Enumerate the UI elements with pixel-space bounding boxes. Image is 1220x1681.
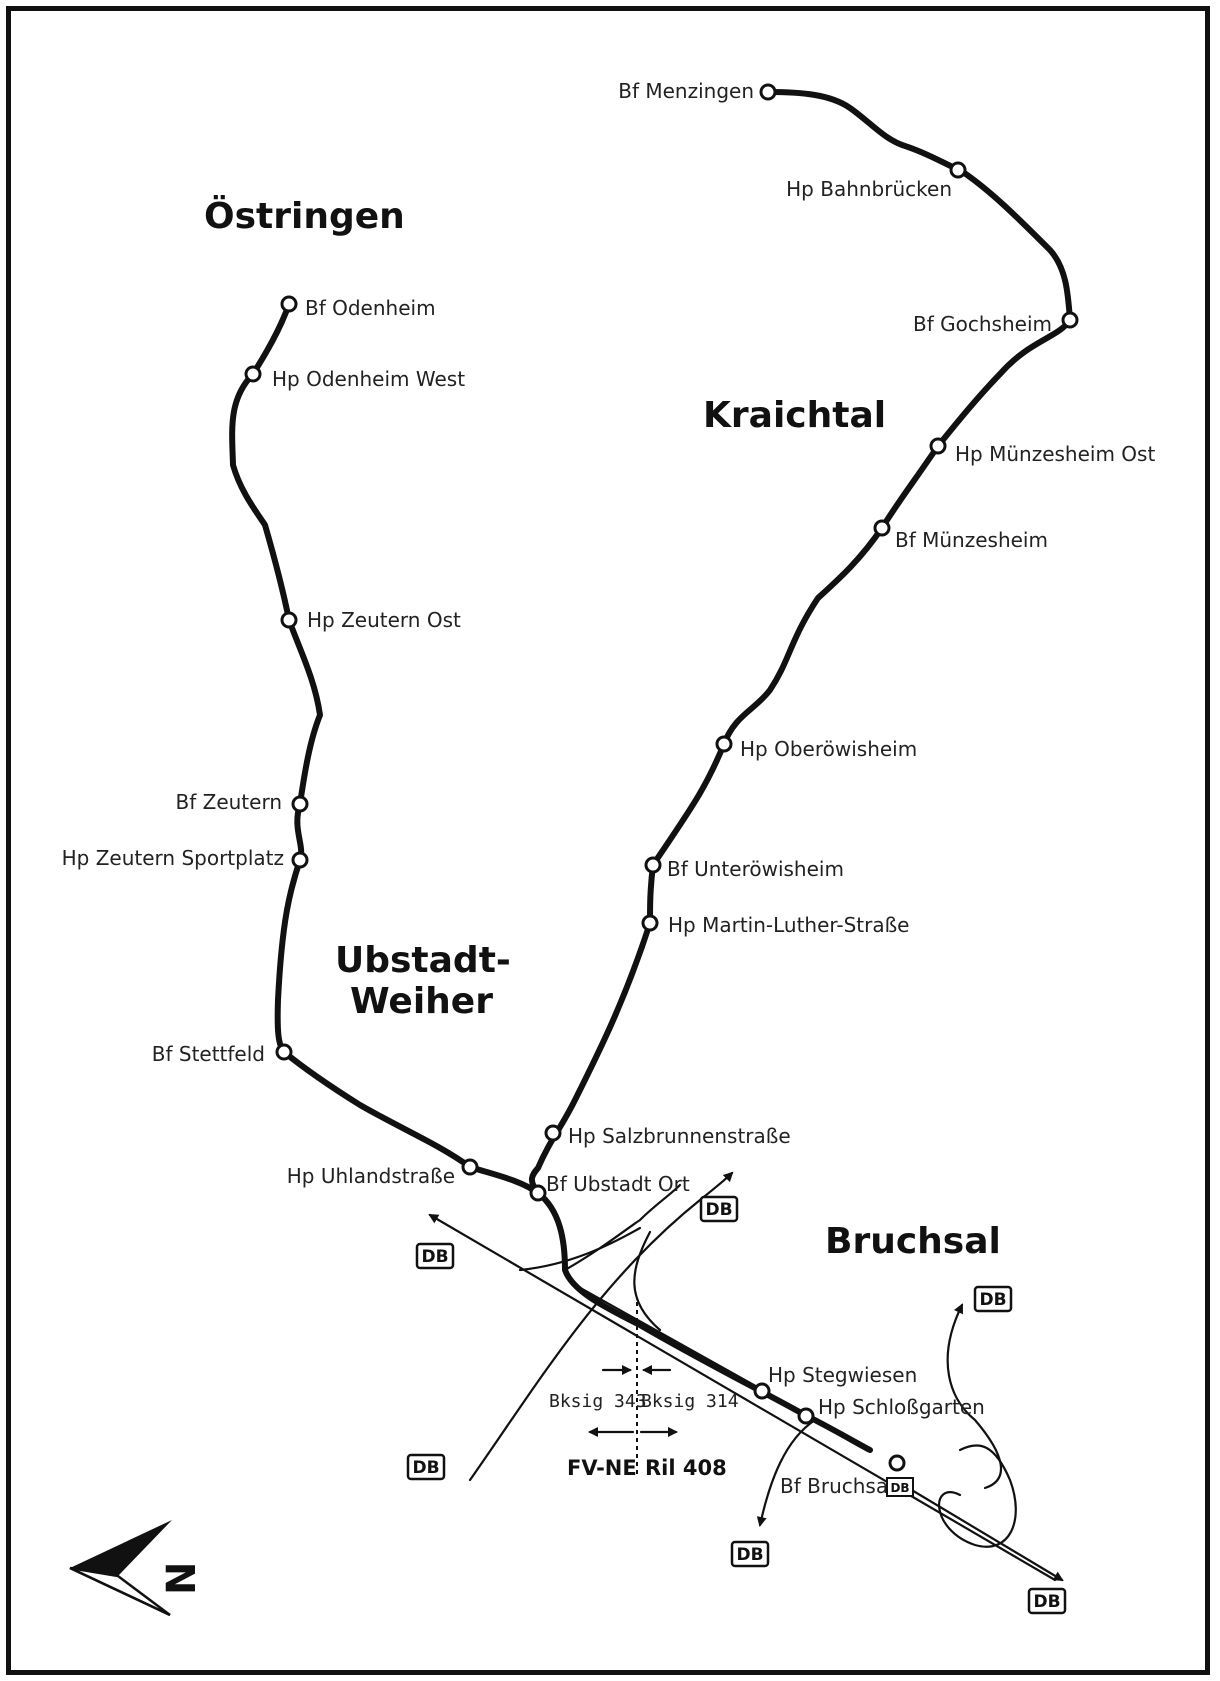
- svg-text:DB: DB: [421, 1247, 448, 1267]
- station-marker-stegwiesen[interactable]: [753, 1382, 771, 1400]
- signal-label-bksig-314: Bksig 314: [641, 1391, 739, 1412]
- station-label-muenzesheim: Bf Münzesheim: [895, 528, 1048, 552]
- db-line-southeast: [893, 1478, 1064, 1582]
- db-curve-fork: [633, 1230, 662, 1332]
- signal-label-bksig-343: Bksig 343: [549, 1391, 647, 1412]
- station-marker-gochsheim[interactable]: [1061, 311, 1079, 329]
- svg-text:DB: DB: [412, 1458, 439, 1478]
- station-label-ubstadt-ort: Bf Ubstadt Ort: [546, 1172, 690, 1196]
- station-label-schlossgarten: Hp Schloßgarten: [818, 1395, 985, 1419]
- station-marker-odenheim[interactable]: [280, 295, 298, 313]
- db-line-bruchsal-south: [756, 1418, 817, 1527]
- db-badge-south[interactable]: DB: [730, 1540, 770, 1568]
- station-label-zeutern-ost: Hp Zeutern Ost: [307, 608, 461, 632]
- station-marker-stettfeld[interactable]: [275, 1043, 293, 1061]
- boundary-label-fv-ne: FV-NE: [567, 1456, 637, 1480]
- station-label-stegwiesen: Hp Stegwiesen: [768, 1363, 917, 1387]
- station-marker-muenzesheim[interactable]: [873, 519, 891, 537]
- track-menzingen-ubstadt: [529, 89, 1073, 1196]
- station-label-gochsheim: Bf Gochsheim: [913, 312, 1052, 336]
- station-label-martin-luther: Hp Martin-Luther-Straße: [668, 913, 909, 937]
- svg-text:DB: DB: [736, 1545, 763, 1565]
- db-badge-northwest[interactable]: DB: [415, 1242, 455, 1270]
- svg-text:DB: DB: [979, 1290, 1006, 1310]
- db-curve-north-link: [563, 1183, 682, 1272]
- region-label-ubstadt-2: Weiher: [350, 981, 493, 1022]
- station-label-menzingen: Bf Menzingen: [618, 79, 754, 103]
- region-label-oestringen: Östringen: [204, 195, 405, 237]
- station-label-stettfeld: Bf Stettfeld: [152, 1042, 265, 1066]
- map-frame: [6, 6, 1210, 1675]
- svg-text:DB: DB: [705, 1200, 732, 1220]
- station-label-odenheim-west: Hp Odenheim West: [272, 367, 465, 391]
- station-marker-martin-luther[interactable]: [641, 914, 659, 932]
- station-marker-zeutern-sportplatz[interactable]: [291, 851, 309, 869]
- db-curve-west-link: [518, 1226, 642, 1272]
- station-marker-zeutern[interactable]: [291, 795, 309, 813]
- svg-text:DB: DB: [1033, 1592, 1060, 1612]
- track-mainline-parallel-a: [573, 1283, 872, 1452]
- station-label-zeutern: Bf Zeutern: [176, 790, 283, 814]
- north-arrow-icon: [69, 1520, 172, 1617]
- station-marker-zeutern-ost[interactable]: [280, 611, 298, 629]
- db-badge-southeast[interactable]: DB: [1027, 1587, 1067, 1615]
- station-label-unteroewisheim: Bf Unteröwisheim: [667, 857, 844, 881]
- db-line-north: [468, 1171, 734, 1482]
- station-marker-bahnbruecken[interactable]: [949, 161, 967, 179]
- station-label-salzbrunnen: Hp Salzbrunnenstraße: [568, 1124, 791, 1148]
- station-label-uhlandstrasse: Hp Uhlandstraße: [287, 1164, 455, 1188]
- station-marker-uhlandstrasse[interactable]: [461, 1158, 479, 1176]
- db-line-northwest: [428, 1213, 1057, 1582]
- db-badge-east[interactable]: DB: [973, 1285, 1013, 1313]
- region-label-bruchsal: Bruchsal: [825, 1221, 1001, 1262]
- station-marker-unteroewisheim[interactable]: [644, 856, 662, 874]
- svg-text:DB: DB: [890, 1481, 909, 1495]
- station-marker-ubstadt-ort[interactable]: [529, 1184, 547, 1202]
- db-line-bruchsal-north: [946, 1303, 1003, 1490]
- station-label-zeutern-sportplatz: Hp Zeutern Sportplatz: [62, 846, 284, 870]
- station-label-oberoewisheim: Hp Oberöwisheim: [740, 737, 917, 761]
- station-marker-bruchsal[interactable]: [888, 1454, 906, 1472]
- north-letter: N: [159, 1562, 205, 1595]
- boundary-label-ril-408: Ril 408: [645, 1456, 727, 1480]
- db-loop-east: [938, 1444, 1017, 1548]
- station-label-bahnbruecken: Hp Bahnbrücken: [786, 177, 952, 201]
- station-label-muenzesheim-ost: Hp Münzesheim Ost: [955, 442, 1155, 466]
- track-odenheim-ubstadt: [229, 301, 541, 1196]
- region-label-ubstadt-1: Ubstadt-: [335, 940, 511, 981]
- station-marker-odenheim-west[interactable]: [244, 365, 262, 383]
- station-marker-schlossgarten[interactable]: [797, 1407, 815, 1425]
- region-label-kraichtal: Kraichtal: [703, 395, 886, 436]
- station-marker-menzingen[interactable]: [759, 83, 777, 101]
- station-label-bruchsal: Bf Bruchsal: [780, 1474, 894, 1498]
- db-badge-west[interactable]: DB: [406, 1453, 446, 1481]
- db-badge-north[interactable]: DB: [699, 1195, 739, 1223]
- station-marker-salzbrunnen[interactable]: [544, 1124, 562, 1142]
- station-label-odenheim: Bf Odenheim: [305, 296, 436, 320]
- station-marker-muenzesheim-ost[interactable]: [929, 437, 947, 455]
- db-badge-bruchsal-station: DB: [886, 1477, 914, 1497]
- station-marker-oberoewisheim[interactable]: [715, 735, 733, 753]
